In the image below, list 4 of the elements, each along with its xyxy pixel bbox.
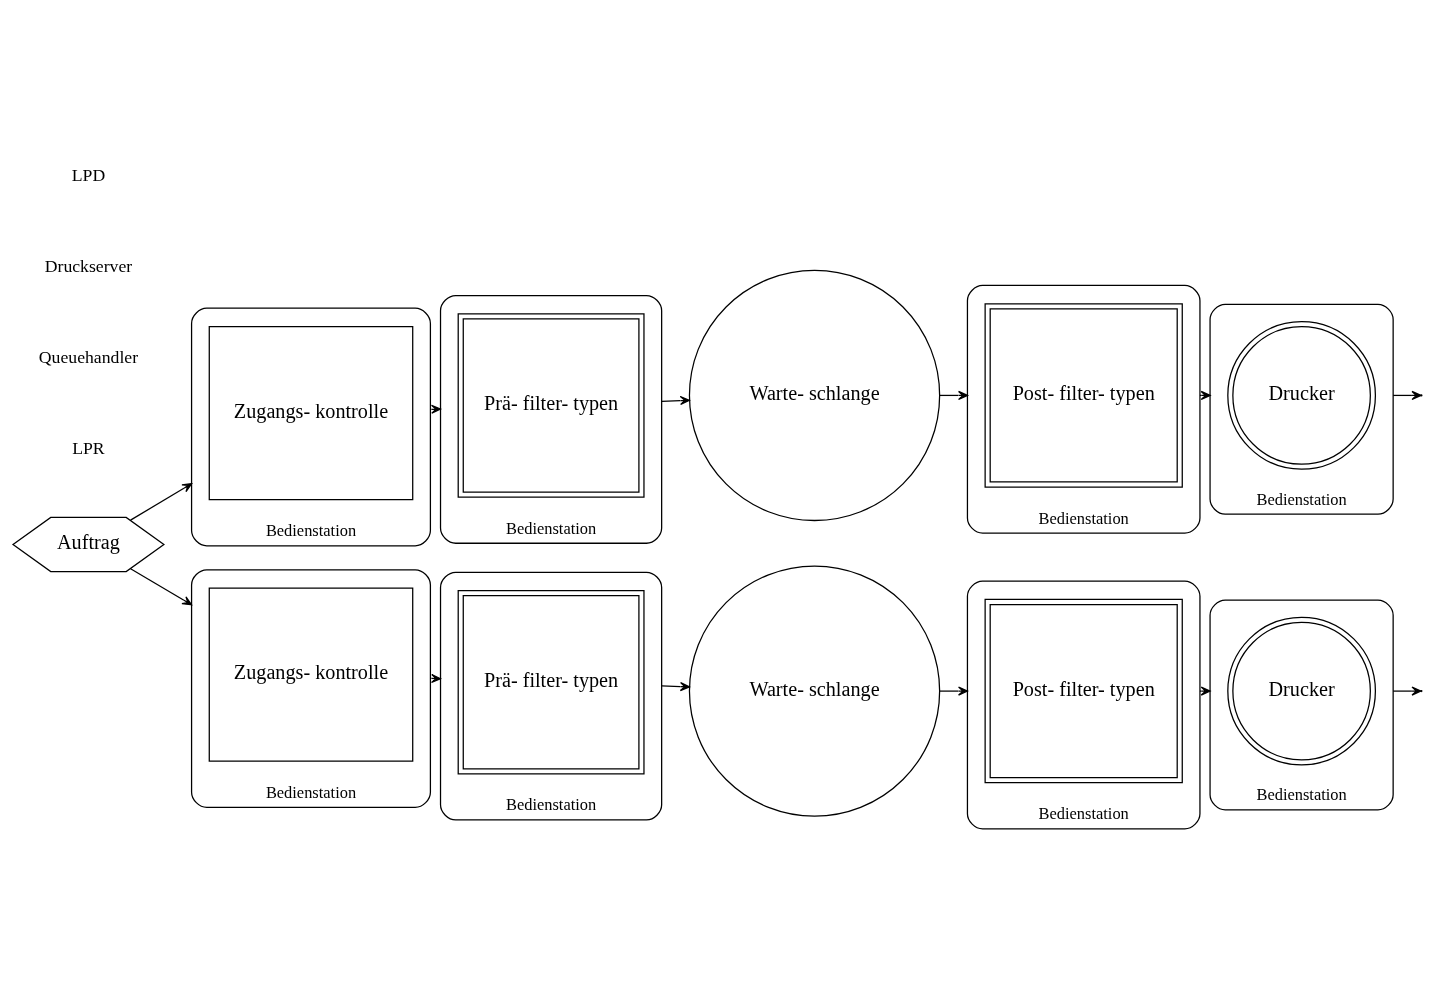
label: Queuehandler — [38, 346, 139, 367]
label: Druckserver — [44, 255, 133, 276]
label: LPR — [72, 437, 105, 458]
label: LPD — [71, 164, 106, 185]
